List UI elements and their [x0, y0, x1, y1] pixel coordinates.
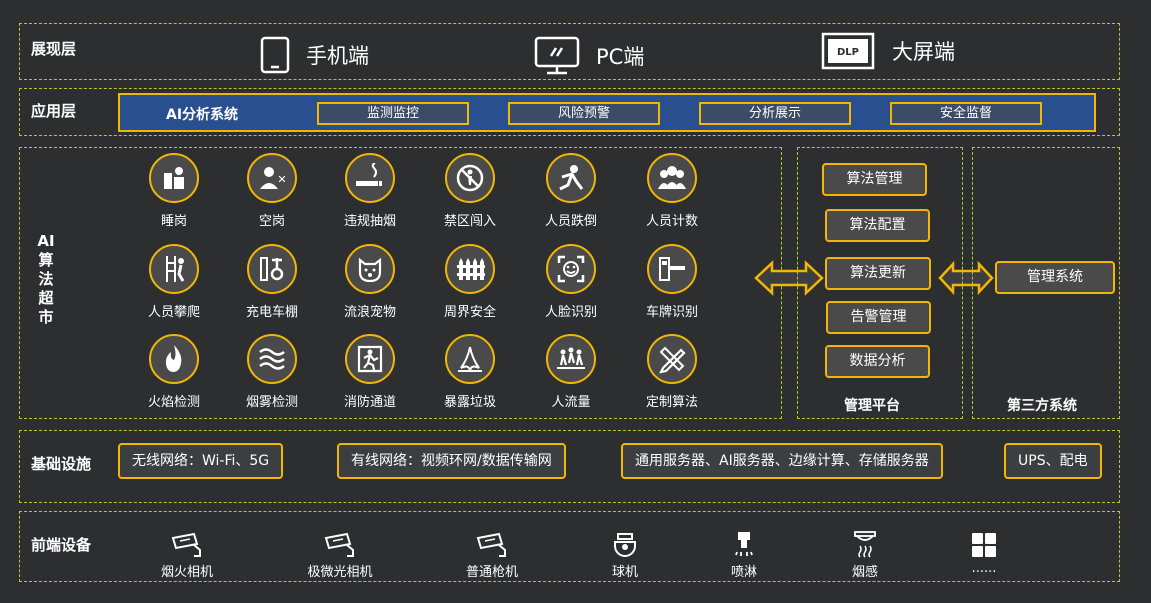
presentation-layer: [19, 23, 1120, 80]
terminal-bigscreen-label: 大屏端: [892, 40, 955, 64]
third-party-panel: [972, 147, 1120, 419]
management-platform-title: 管理平台: [844, 398, 900, 414]
svg-text:✕: ✕: [277, 173, 286, 186]
device-firework-camera[interactable]: 烟火相机: [142, 528, 232, 580]
ups-power-box[interactable]: UPS、配电: [1004, 443, 1102, 479]
alarm-management-button[interactable]: 告警管理: [826, 301, 931, 334]
algo-people-count[interactable]: 人员计数: [627, 153, 717, 229]
application-layer: [19, 88, 1120, 136]
device-sprinkler[interactable]: 喷淋: [699, 528, 789, 580]
terminal-pc-label: PC端: [596, 45, 645, 69]
frontend-devices-layer: [19, 511, 1120, 582]
algo-custom[interactable]: 定制算法: [627, 334, 717, 410]
algo-fire[interactable]: 火焰检测: [129, 334, 219, 410]
algo-smoke[interactable]: 烟雾检测: [227, 334, 317, 410]
wireless-network-box[interactable]: 无线网络：Wi-Fi、5G: [118, 443, 284, 479]
algorithm-market-title: AI 算 法 超 市: [37, 232, 55, 326]
stray-pet-icon: [345, 244, 395, 294]
fence-icon: [445, 244, 495, 294]
face-recognition-icon: [546, 244, 596, 294]
algorithm-update-button[interactable]: 算法更新: [825, 257, 931, 290]
sleeping-icon: [149, 153, 199, 203]
smoking-icon: [345, 153, 395, 203]
phone-icon: [260, 36, 290, 74]
algorithm-config-button[interactable]: 算法配置: [825, 209, 930, 242]
algo-charging-shed[interactable]: 充电车棚: [227, 244, 317, 320]
module-risk-warning[interactable]: 风险预警: [508, 102, 660, 125]
algo-no-entry[interactable]: 禁区闯入: [425, 153, 515, 229]
bidirectional-arrow-icon: [754, 260, 824, 296]
garbage-icon: [445, 334, 495, 384]
algo-garbage[interactable]: 暴露垃圾: [425, 334, 515, 410]
terminal-mobile-label: 手机端: [306, 44, 369, 68]
module-monitoring[interactable]: 监测监控: [317, 102, 469, 125]
terminal-bigscreen[interactable]: DLP 大屏端: [820, 31, 955, 71]
terminal-pc[interactable]: PC端: [534, 36, 644, 76]
module-analysis-display[interactable]: 分析展示: [699, 102, 851, 125]
third-party-title: 第三方系统: [1007, 398, 1077, 414]
ai-analysis-system-bar: AI分析系统 监测监控 风险预警 分析展示 安全监督: [118, 93, 1096, 132]
license-plate-icon: [647, 244, 697, 294]
camera-icon: [295, 528, 385, 558]
device-low-light-camera[interactable]: 极微光相机: [295, 528, 385, 580]
algo-perimeter[interactable]: 周界安全: [425, 244, 515, 320]
terminal-mobile[interactable]: 手机端: [260, 36, 369, 74]
algo-sleeping[interactable]: 睡岗: [129, 153, 219, 229]
algorithm-management-button[interactable]: 算法管理: [822, 163, 927, 196]
algo-crowd-flow[interactable]: 人流量: [526, 334, 616, 410]
infrastructure-layer-title: 基础设施: [31, 455, 92, 473]
grid-more-icon: [939, 528, 1029, 558]
device-bullet-camera[interactable]: 普通枪机: [447, 528, 537, 580]
algo-face-recognition[interactable]: 人脸识别: [526, 244, 616, 320]
fall-icon: [546, 153, 596, 203]
servers-box[interactable]: 通用服务器、AI服务器、边缘计算、存储服务器: [621, 443, 943, 479]
algo-climbing[interactable]: 人员攀爬: [129, 244, 219, 320]
fire-icon: [149, 334, 199, 384]
algo-empty-post[interactable]: ✕ 空岗: [227, 153, 317, 229]
crowd-flow-icon: [546, 334, 596, 384]
no-entry-icon: [445, 153, 495, 203]
application-layer-title: 应用层: [31, 102, 77, 120]
algo-fall[interactable]: 人员跌倒: [526, 153, 616, 229]
sprinkler-icon: [699, 528, 789, 558]
bidirectional-arrow-icon: [938, 261, 994, 295]
dlp-badge-text: DLP: [837, 47, 859, 58]
dome-camera-icon: [580, 528, 670, 558]
charging-shed-icon: [247, 244, 297, 294]
management-platform-panel: [797, 147, 963, 419]
smoke-icon: [247, 334, 297, 384]
pc-monitor-icon: [534, 36, 580, 75]
camera-icon: [142, 528, 232, 558]
ai-analysis-system-label: AI分析系统: [166, 107, 239, 123]
data-analysis-button[interactable]: 数据分析: [825, 345, 930, 378]
management-system-button[interactable]: 管理系统: [995, 261, 1115, 294]
climbing-icon: [149, 244, 199, 294]
algo-license-plate[interactable]: 车牌识别: [627, 244, 717, 320]
custom-algo-icon: [647, 334, 697, 384]
frontend-devices-layer-title: 前端设备: [31, 536, 92, 554]
smoke-detector-icon: [820, 528, 910, 558]
presentation-layer-title: 展现层: [31, 40, 77, 58]
wired-network-box[interactable]: 有线网络：视频环网/数据传输网: [337, 443, 566, 479]
module-safety-supervision[interactable]: 安全监督: [890, 102, 1042, 125]
algo-smoking[interactable]: 违规抽烟: [325, 153, 415, 229]
device-more[interactable]: ......: [939, 528, 1029, 576]
algo-stray-pet[interactable]: 流浪宠物: [325, 244, 415, 320]
camera-icon: [447, 528, 537, 558]
device-smoke-detector[interactable]: 烟感: [820, 528, 910, 580]
dlp-screen-icon: DLP: [821, 32, 875, 70]
algo-fire-exit[interactable]: 消防通道: [325, 334, 415, 410]
empty-post-icon: ✕: [247, 153, 297, 203]
device-dome-camera[interactable]: 球机: [580, 528, 670, 580]
infrastructure-layer: [19, 430, 1120, 503]
fire-exit-icon: [345, 334, 395, 384]
people-count-icon: [647, 153, 697, 203]
